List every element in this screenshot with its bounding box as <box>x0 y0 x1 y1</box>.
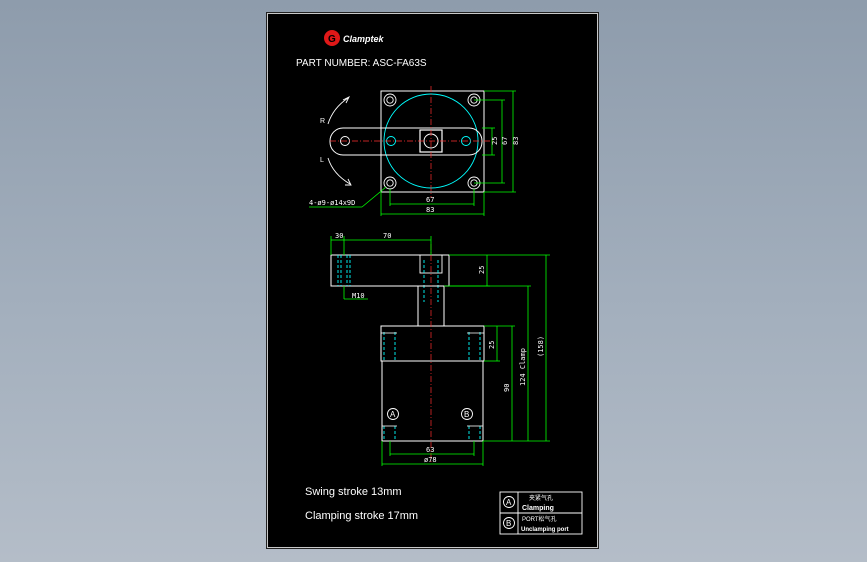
dim-body-height: 90 <box>503 384 511 392</box>
dim-arm-width: 25 <box>491 137 499 145</box>
legend-a-symbol: A <box>506 498 512 507</box>
port-a-label: A <box>390 410 396 419</box>
thread-callout: M10 <box>352 292 365 300</box>
arm-thread-hidden <box>337 255 351 286</box>
dim-head-height: 25 <box>488 341 496 349</box>
dim-arm-offset: 30 <box>335 232 343 240</box>
brand-logo: G Clamptek <box>324 30 385 46</box>
hole-callout-leader <box>309 186 387 208</box>
legend-a-icon <box>503 496 515 508</box>
top-view: R L 4-ø9-ø14x9D 25 67 83 <box>309 86 520 216</box>
side-arm <box>330 254 450 287</box>
drawing-sheet <box>266 12 599 549</box>
port-legend: A B 夹紧气孔 Clamping PORT松气孔 Unclamping por… <box>499 491 583 535</box>
flange-outline <box>380 90 485 193</box>
clamp-stroke-note: Clamping stroke 17mm <box>305 510 418 522</box>
legend-b-icon <box>503 517 515 529</box>
logo-text: Clamptek <box>343 34 385 44</box>
side-right-dimensions <box>444 254 550 442</box>
dim-overall-height: (158) <box>537 336 545 357</box>
dim-flange-h: 83 <box>426 206 434 214</box>
port-b-label: B <box>464 410 469 419</box>
legend-b-symbol: B <box>506 519 511 528</box>
legend-a-line1: 夹紧气孔 <box>529 494 553 502</box>
thread-leader <box>343 286 368 300</box>
part-number: PART NUMBER: ASC-FA63S <box>296 58 427 69</box>
dim-port-pitch: 63 <box>426 446 434 454</box>
dim-hole-pitch-h: 67 <box>426 196 434 204</box>
dim-arm-length: 70 <box>383 232 391 240</box>
head-bolts-hidden <box>383 332 481 441</box>
top-right-dimensions <box>474 90 516 193</box>
port-b-icon <box>461 408 473 420</box>
dim-body-diameter: ø78 <box>424 456 437 464</box>
side-view: A B 30 70 M10 <box>330 232 550 466</box>
legend-b-line2: Unclamping port <box>521 527 569 533</box>
legend-b-line1: PORT松气孔 <box>522 515 557 523</box>
top-centerlines <box>330 86 495 198</box>
clamp-arm-outline <box>329 127 483 156</box>
dim-flange-v: 83 <box>512 137 520 145</box>
hole-callout: 4-ø9-ø14x9D <box>309 199 355 207</box>
dim-clamp-height: 124 Clamp <box>519 348 527 386</box>
swing-stroke-note: Swing stroke 13mm <box>305 486 402 498</box>
side-bottom-dimensions <box>381 441 484 466</box>
side-top-dimensions <box>330 236 432 255</box>
rotation-arrows <box>327 95 352 186</box>
logo-mark: G <box>328 34 336 45</box>
top-bottom-dimensions <box>380 189 485 216</box>
dim-hole-pitch-v: 67 <box>501 137 509 145</box>
cylinder-body <box>381 360 484 442</box>
rotation-label-r: R <box>320 118 325 125</box>
dim-arm-height: 25 <box>478 266 486 274</box>
rotation-label-l: L <box>320 157 324 164</box>
legend-a-line2: Clamping <box>522 505 554 512</box>
port-a-icon <box>387 408 399 420</box>
logo-mark-icon <box>324 30 340 46</box>
